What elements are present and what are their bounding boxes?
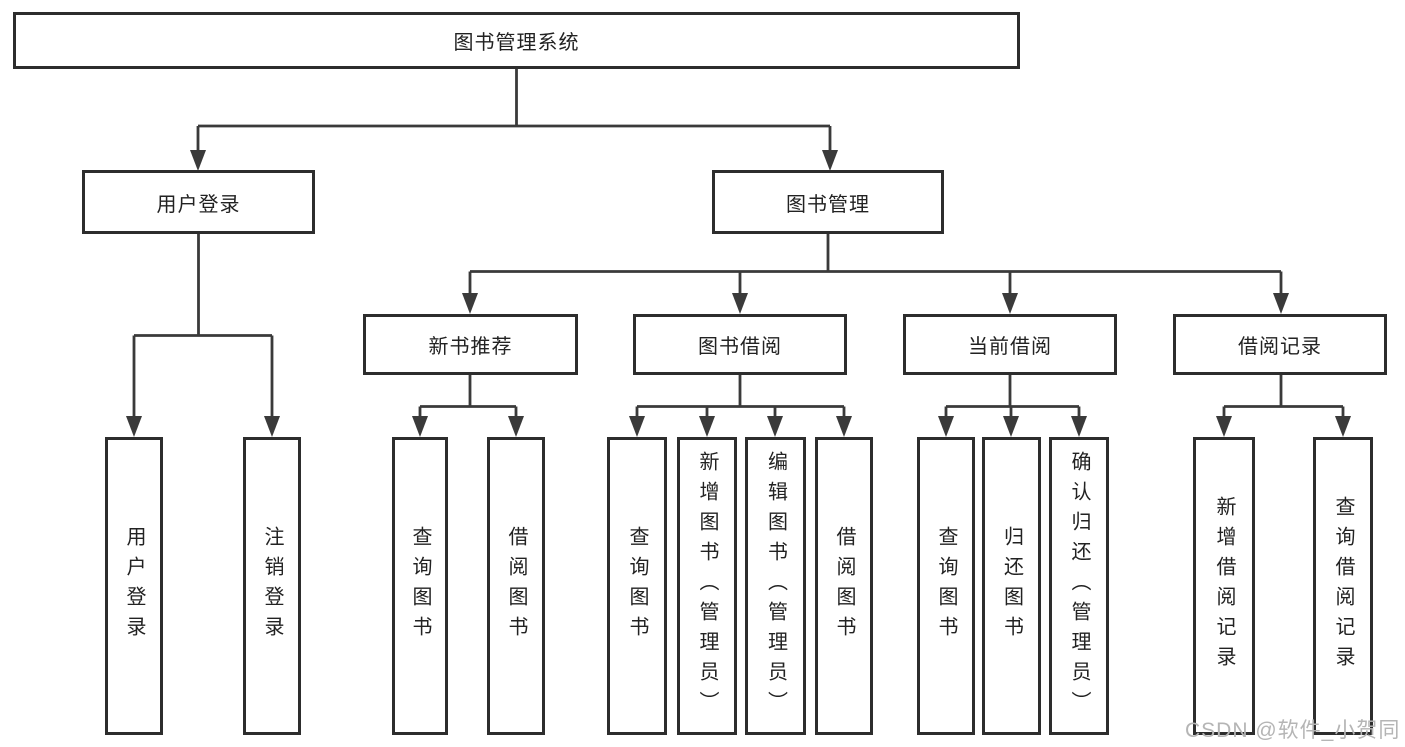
- branch-user-login: 用户登录: [82, 170, 315, 234]
- leaf-br-query-record: 查询借阅记录: [1313, 437, 1373, 735]
- branch-label: 用户登录: [156, 193, 241, 216]
- leaf-label: 新增图书（管理员）: [696, 451, 718, 721]
- branch-label: 图书借阅: [698, 336, 782, 358]
- leaf-label: 新增借阅记录: [1213, 496, 1235, 676]
- leaf-label: 归还图书: [1000, 526, 1023, 646]
- leaf-cb-query-book: 查询图书: [917, 437, 975, 735]
- csdn-watermark: CSDN @软件_小贺同学: [1185, 719, 1401, 742]
- leaf-bb-add-book-admin: 新增图书（管理员）: [677, 437, 737, 735]
- connector-root-to-level2: [190, 69, 838, 171]
- connector-current-borrow-to-leaves: [938, 375, 1087, 437]
- leaf-logout: 注销登录: [243, 437, 301, 735]
- branch-label: 借阅记录: [1238, 336, 1322, 358]
- leaf-label: 查询图书: [409, 526, 431, 646]
- leaf-label: 查询图书: [935, 526, 957, 646]
- leaf-label: 注销登录: [261, 526, 283, 646]
- leaf-label: 借阅图书: [833, 526, 855, 646]
- leaf-label: 借阅图书: [505, 526, 527, 646]
- root-label: 图书管理系统: [453, 32, 580, 54]
- connector-borrow-record-to-leaves: [1216, 375, 1351, 437]
- leaf-bb-borrow-book: 借阅图书: [815, 437, 873, 735]
- leaf-label: 编辑图书（管理员）: [764, 451, 787, 721]
- leaf-cb-confirm-return-admin: 确认归还（管理员）: [1049, 437, 1109, 735]
- branch-book-borrow: 图书借阅: [633, 314, 847, 375]
- branch-label: 图书管理: [786, 193, 870, 216]
- leaf-br-add-record: 新增借阅记录: [1193, 437, 1255, 735]
- branch-book-management: 图书管理: [712, 170, 944, 234]
- connector-book-borrow-to-leaves: [629, 375, 852, 437]
- leaf-label: 确认归还（管理员）: [1068, 451, 1090, 721]
- branch-label: 新书推荐: [428, 336, 513, 358]
- connector-book-mgmt-to-level3: [462, 234, 1289, 314]
- connector-new-book-recommend-to-leaves: [412, 375, 524, 437]
- root-node: 图书管理系统: [13, 12, 1020, 69]
- leaf-user-login: 用户登录: [105, 437, 163, 735]
- connector-user-login-to-leaves: [126, 234, 280, 437]
- leaf-nbr-query-book: 查询图书: [392, 437, 448, 735]
- branch-label: 当前借阅: [968, 336, 1052, 358]
- leaf-bb-query-book: 查询图书: [607, 437, 667, 735]
- branch-new-book-recommend: 新书推荐: [363, 314, 578, 375]
- leaf-label: 查询借阅记录: [1332, 496, 1354, 676]
- branch-borrow-record: 借阅记录: [1173, 314, 1387, 375]
- leaf-label: 用户登录: [123, 526, 145, 646]
- leaf-label: 查询图书: [626, 526, 648, 646]
- branch-current-borrow: 当前借阅: [903, 314, 1117, 375]
- leaf-nbr-borrow-book: 借阅图书: [487, 437, 545, 735]
- leaf-cb-return-book: 归还图书: [982, 437, 1041, 735]
- leaf-bb-edit-book-admin: 编辑图书（管理员）: [745, 437, 806, 735]
